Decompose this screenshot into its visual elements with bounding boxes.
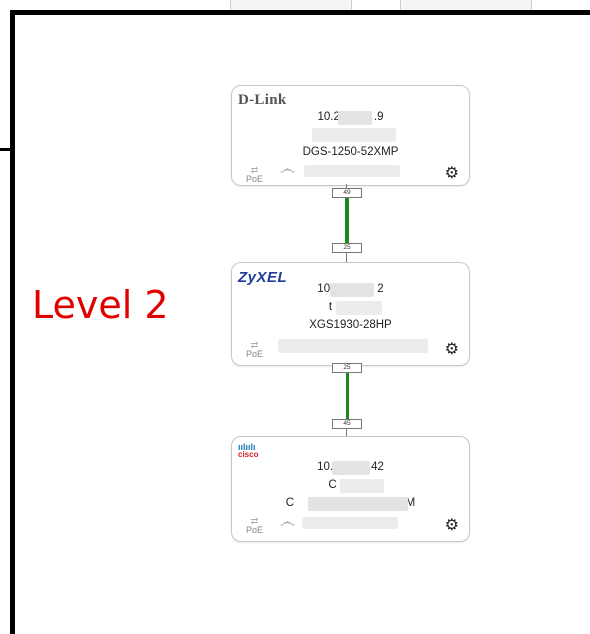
poe-icon: ⇄PoE xyxy=(246,516,264,535)
gear-icon[interactable]: ⚙ xyxy=(444,165,459,182)
redacted-ip xyxy=(332,461,370,475)
link-line[interactable] xyxy=(345,198,349,243)
zyxel-logo: ZyXEL xyxy=(238,269,288,286)
poe-icon: ⇄PoE xyxy=(246,340,264,359)
redacted-model xyxy=(308,497,408,511)
device-card-zyxel[interactable]: ZyXEL 10.2 t XGS1930-28HP ⇄PoE ⚙ xyxy=(231,262,470,366)
dlink-logo: D-Link xyxy=(238,92,287,108)
device-hostname: t xyxy=(328,301,333,313)
link-line[interactable] xyxy=(346,373,349,419)
port-connector xyxy=(346,184,347,189)
device-card-dlink[interactable]: D-Link 10.2.9 DGS-1250-52XMP ⇄PoE ෴ ⚙ xyxy=(231,85,470,186)
device-hostname: C xyxy=(328,479,337,491)
gear-icon[interactable]: ⚙ xyxy=(444,517,459,534)
device-model: DGS-1250-52XMP xyxy=(302,146,399,158)
port-label: 25 xyxy=(332,363,362,373)
device-ip: 10.2 xyxy=(317,283,384,295)
swirl-icon: ෴ xyxy=(280,514,296,531)
redacted-hostname xyxy=(312,128,396,142)
redacted-hostname xyxy=(340,479,384,493)
port-label: 49 xyxy=(332,188,362,198)
port-label: 25 xyxy=(332,243,362,253)
device-ip: 10.2.9 xyxy=(317,111,384,123)
device-ip: 10.42 xyxy=(317,461,384,473)
port-label: 45 xyxy=(332,419,362,429)
device-model: XGS1930-28HP xyxy=(309,319,392,331)
window-border-stub xyxy=(0,148,14,151)
poe-icon: ⇄PoE xyxy=(246,165,264,184)
cisco-logo: ıılıılı cisco xyxy=(238,442,259,459)
port-connector xyxy=(346,429,347,437)
level-label: Level 2 xyxy=(32,283,169,327)
port-connector xyxy=(346,253,347,263)
window-border-top xyxy=(10,10,590,15)
redacted-ip xyxy=(330,283,374,297)
redacted-status xyxy=(304,165,400,177)
redacted-status xyxy=(278,339,428,353)
redacted-ip xyxy=(338,111,372,125)
swirl-icon: ෴ xyxy=(280,161,296,178)
redacted-status xyxy=(302,517,398,529)
redacted-hostname xyxy=(336,301,382,315)
device-card-cisco[interactable]: ıılıılı cisco 10.42 C CP-M ⇄PoE ෴ ⚙ xyxy=(231,436,470,542)
gear-icon[interactable]: ⚙ xyxy=(444,341,459,358)
window-border-left xyxy=(10,10,15,634)
